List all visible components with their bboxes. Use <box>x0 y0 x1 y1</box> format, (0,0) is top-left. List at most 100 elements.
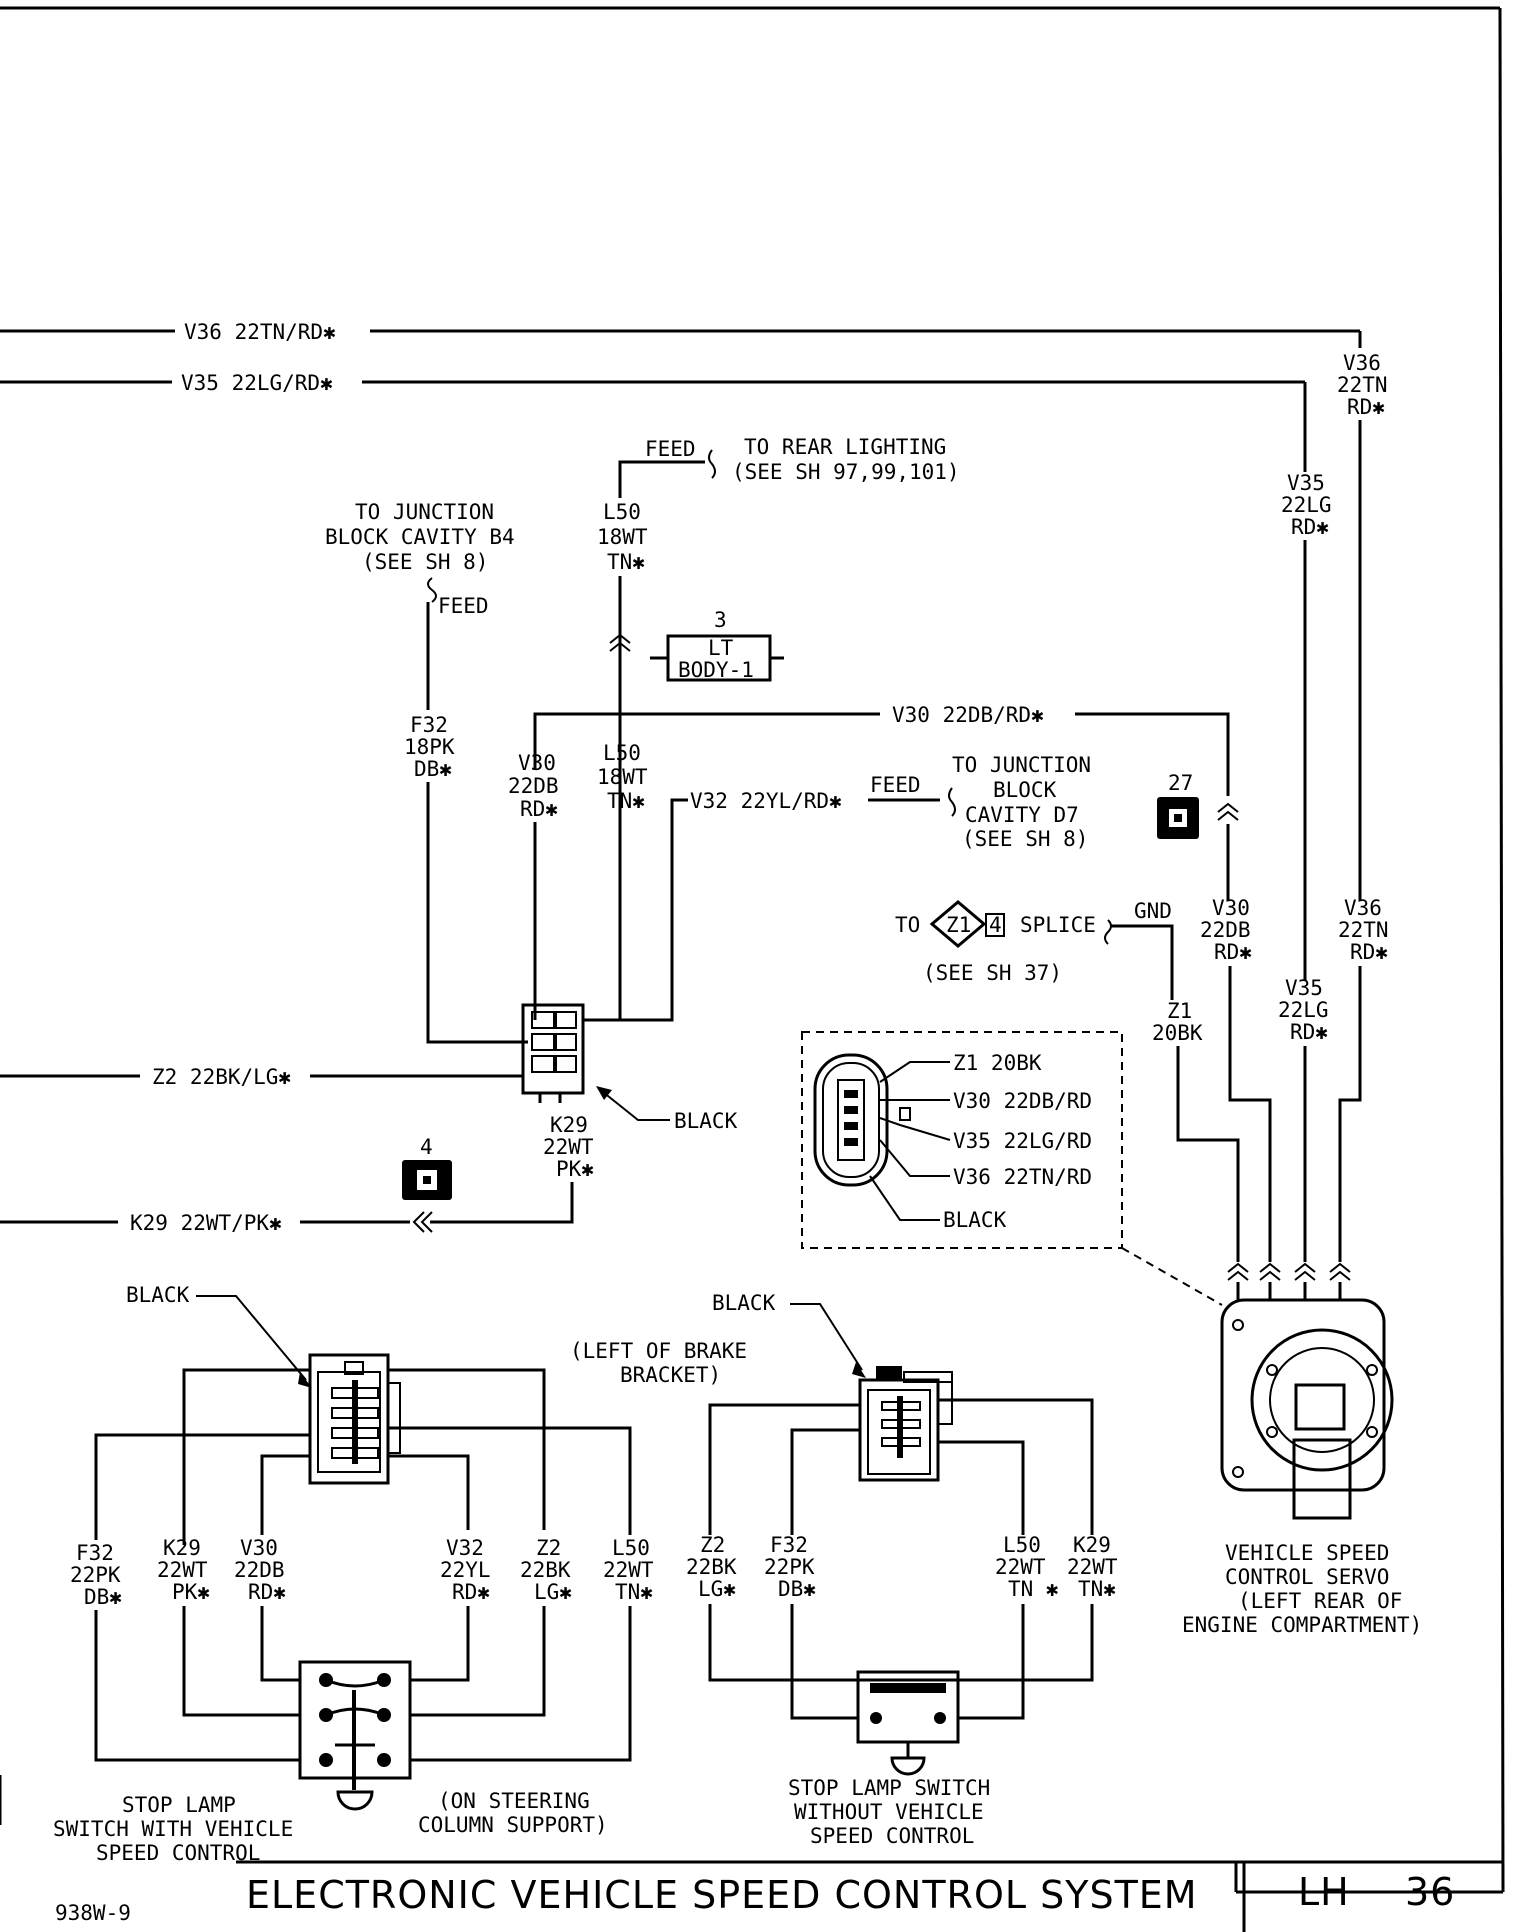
svg-text:22LG: 22LG <box>1281 493 1332 517</box>
junction-b4-label: TO JUNCTION BLOCK CAVITY B4 (SEE SH 8) <box>325 500 515 574</box>
svg-text:V35: V35 <box>1285 976 1323 1000</box>
svg-text:V30: V30 <box>1212 896 1250 920</box>
svg-text:20BK: 20BK <box>1152 1021 1203 1045</box>
svg-text:V30 22DB/RD: V30 22DB/RD <box>953 1089 1092 1113</box>
svg-text:18WT: 18WT <box>597 525 648 549</box>
servo-connector-inset: Z1 20BK V30 22DB/RD V35 22LG/RD V36 22TN… <box>801 1031 1223 1306</box>
svg-text:DB✱: DB✱ <box>778 1577 816 1601</box>
svg-text:BLACK: BLACK <box>943 1208 1007 1232</box>
sw2-labels: Z2 22BK LG✱ F32 22PK DB✱ L50 22WT TN ✱ K… <box>686 1533 1118 1601</box>
svg-text:22PK: 22PK <box>764 1555 815 1579</box>
speed-control-servo <box>1220 1298 1394 1520</box>
servo-caption: VEHICLE SPEED CONTROL SERVO (LEFT REAR O… <box>1182 1541 1422 1637</box>
black-label-sw1: BLACK <box>126 1283 190 1307</box>
label-v36-b: V36 22TN RD✱ <box>1338 896 1389 964</box>
stop-lamp-switch-2 <box>856 1670 960 1776</box>
wire-label-v35-top: V35 22LG/RD✱ <box>181 371 333 395</box>
sheet-label: LH <box>1298 1870 1350 1914</box>
svg-text:Z2: Z2 <box>536 1536 561 1560</box>
svg-text:SPEED CONTROL: SPEED CONTROL <box>810 1824 974 1848</box>
feed-rear-lighting: FEED TO REAR LIGHTING (SEE SH 97,99,101) <box>618 435 960 498</box>
stop-lamp-switch-1 <box>298 1660 412 1811</box>
svg-text:PK✱: PK✱ <box>556 1157 594 1181</box>
black-label-sw2: BLACK <box>712 1291 776 1315</box>
svg-text:L50: L50 <box>612 1536 650 1560</box>
svg-text:STOP LAMP SWITCH: STOP LAMP SWITCH <box>788 1776 990 1800</box>
sw1-lower-wiring <box>94 1606 632 1762</box>
svg-text:DB✱: DB✱ <box>84 1585 122 1609</box>
label-f32: F32 18PK DB✱ <box>404 713 455 781</box>
wire-label-k29: K29 22WT/PK✱ <box>130 1211 282 1235</box>
svg-text:4: 4 <box>989 913 1002 937</box>
svg-text:CAVITY D7: CAVITY D7 <box>965 803 1079 827</box>
svg-text:K29: K29 <box>163 1536 201 1560</box>
svg-text:27: 27 <box>1168 771 1193 795</box>
svg-text:ENGINE COMPARTMENT): ENGINE COMPARTMENT) <box>1182 1613 1422 1637</box>
svg-text:K29: K29 <box>1073 1533 1111 1557</box>
svg-text:VEHICLE SPEED: VEHICLE SPEED <box>1225 1541 1389 1565</box>
svg-text:RD✱: RD✱ <box>1214 940 1252 964</box>
svg-text:3: 3 <box>714 608 727 632</box>
rear-lighting-label: TO REAR LIGHTING <box>744 435 946 459</box>
page-border <box>0 6 1505 1893</box>
stop-lamp-connector-1 <box>308 1353 401 1485</box>
svg-text:Z2: Z2 <box>700 1533 725 1557</box>
svg-text:18PK: 18PK <box>404 735 455 759</box>
feed-label-b4: FEED <box>438 594 489 618</box>
svg-text:FEED: FEED <box>645 437 696 461</box>
svg-text:Z1: Z1 <box>946 913 971 937</box>
svg-text:22TN: 22TN <box>1338 918 1389 942</box>
svg-text:TN✱: TN✱ <box>615 1580 653 1604</box>
label-z1: Z1 20BK <box>1152 999 1203 1045</box>
svg-text:TO JUNCTION: TO JUNCTION <box>952 753 1091 777</box>
wire-label-v30-mid: V30 22DB/RD✱ <box>892 703 1044 727</box>
svg-text:TN✱: TN✱ <box>607 789 645 813</box>
svg-text:RD✱: RD✱ <box>1347 395 1385 419</box>
svg-text:K29: K29 <box>550 1113 588 1137</box>
svg-text:LG✱: LG✱ <box>698 1577 736 1601</box>
svg-text:22WT: 22WT <box>157 1558 208 1582</box>
svg-text:V36: V36 <box>1343 351 1381 375</box>
central-connector <box>521 1003 585 1103</box>
svg-text:TO JUNCTION: TO JUNCTION <box>355 500 494 524</box>
svg-text:22LG: 22LG <box>1278 998 1329 1022</box>
svg-text:LT: LT <box>708 636 734 660</box>
left-of-brake-1: (LEFT OF BRAKE <box>570 1339 747 1363</box>
svg-text:L50: L50 <box>603 741 641 765</box>
svg-text:Z1 20BK: Z1 20BK <box>953 1051 1042 1075</box>
ground-block-27: 27 <box>1157 771 1199 839</box>
feed-label-d7: FEED <box>870 773 921 797</box>
svg-text:BLOCK CAVITY B4: BLOCK CAVITY B4 <box>325 525 515 549</box>
splice-z1: TO Z1 4 SPLICE (SEE SH 37) <box>895 900 1096 985</box>
svg-text:CONTROL SERVO: CONTROL SERVO <box>1225 1565 1389 1589</box>
svg-text:V30: V30 <box>240 1536 278 1560</box>
svg-text:WITHOUT VEHICLE: WITHOUT VEHICLE <box>794 1800 984 1824</box>
svg-text:TN ✱: TN ✱ <box>1008 1577 1059 1601</box>
svg-text:TO: TO <box>895 913 920 937</box>
svg-text:F32: F32 <box>76 1541 114 1565</box>
svg-text:STOP LAMP: STOP LAMP <box>122 1793 236 1817</box>
svg-text:22WT: 22WT <box>995 1555 1046 1579</box>
svg-text:F32: F32 <box>770 1533 808 1557</box>
wire-v35-top: V35 22LG/RD✱ <box>0 371 1307 472</box>
stop-lamp-with-caption: STOP LAMP SWITCH WITH VEHICLE SPEED CONT… <box>53 1793 293 1865</box>
left-of-brake-2: BRACKET) <box>620 1363 721 1387</box>
wire-label-v32: V32 22YL/RD✱ <box>690 789 842 813</box>
svg-text:RD✱: RD✱ <box>1291 515 1329 539</box>
svg-text:22YL: 22YL <box>440 1558 491 1582</box>
svg-text:RD✱: RD✱ <box>1350 940 1388 964</box>
stop-lamp-without-caption: STOP LAMP SWITCH WITHOUT VEHICLE SPEED C… <box>788 1776 990 1848</box>
wire-label-v36-top: V36 22TN/RD✱ <box>184 320 336 344</box>
junction-d7-label: TO JUNCTION BLOCK CAVITY D7 (SEE SH 8) <box>952 753 1091 851</box>
ground-block-4: 4 <box>402 1135 452 1200</box>
svg-text:22WT: 22WT <box>1067 1555 1118 1579</box>
svg-text:L50: L50 <box>603 500 641 524</box>
svg-text:V30: V30 <box>518 751 556 775</box>
svg-text:TN✱: TN✱ <box>607 550 645 574</box>
svg-text:22DB: 22DB <box>508 774 559 798</box>
page-number: 36 <box>1405 1870 1455 1914</box>
svg-text:F32: F32 <box>410 713 448 737</box>
sw2-lower-wiring <box>708 1604 1094 1720</box>
label-k29: K29 22WT PK✱ <box>543 1113 594 1181</box>
svg-text:RD✱: RD✱ <box>248 1580 286 1604</box>
